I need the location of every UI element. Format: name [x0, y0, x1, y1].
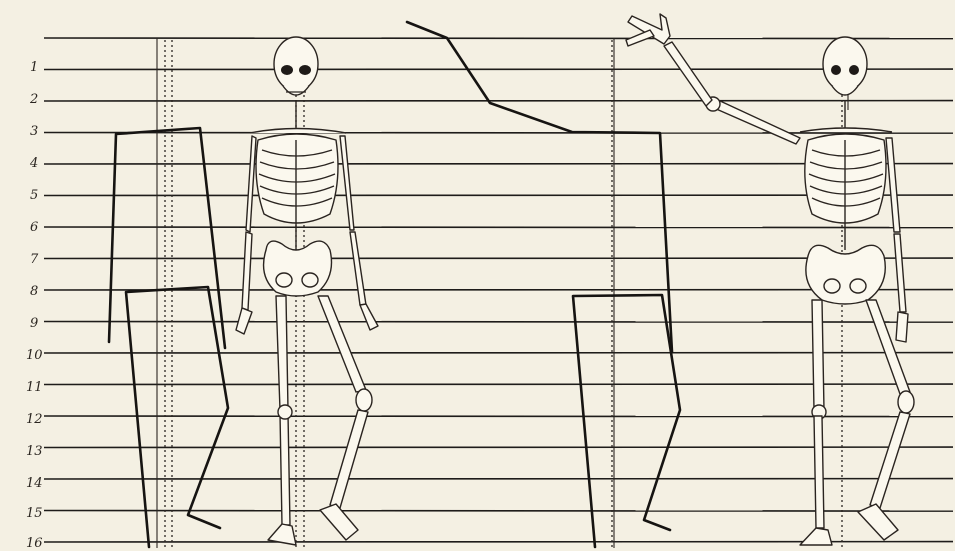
- scale-label-9: 9: [30, 316, 38, 331]
- skull: [823, 37, 867, 91]
- left-leg-outline: [126, 287, 228, 547]
- obturator-left: [824, 279, 840, 293]
- clavicles: [250, 129, 346, 134]
- left-trunk-outline: [109, 128, 225, 348]
- left-knee: [278, 405, 292, 419]
- scale-label-1: 1: [30, 60, 38, 75]
- right-femur: [318, 296, 366, 392]
- scale-label-6: 6: [30, 220, 38, 235]
- jaw: [283, 86, 309, 95]
- right-humerus: [340, 136, 354, 230]
- left-skeleton: [236, 37, 378, 548]
- ribcage: [256, 134, 338, 223]
- eye-socket-left: [831, 65, 841, 75]
- left-forearm: [242, 232, 252, 310]
- scale-label-5: 5: [30, 188, 38, 203]
- scale-label-2: 2: [29, 92, 38, 107]
- left-stick-schematic: [109, 38, 228, 548]
- pelvis: [264, 241, 332, 296]
- right-knee: [356, 389, 372, 411]
- right-hand: [360, 304, 378, 330]
- eye-socket-right: [299, 65, 311, 75]
- right-foot: [320, 504, 358, 540]
- right-forearm: [894, 234, 906, 312]
- raised-fingers: [626, 30, 654, 46]
- measurement-line: [44, 133, 953, 134]
- left-tibia: [280, 414, 290, 525]
- raised-humerus: [714, 100, 800, 144]
- eye-socket-right: [849, 65, 859, 75]
- right-foot: [858, 504, 898, 540]
- right-humerus: [886, 138, 900, 232]
- right-arm-trunk-outline: [407, 22, 672, 352]
- left-tibia: [814, 416, 824, 528]
- measurement-line: [44, 38, 953, 39]
- scale-label-14: 14: [26, 476, 43, 491]
- obturator-right: [850, 279, 866, 293]
- skull: [274, 37, 318, 91]
- scale-label-12: 12: [26, 412, 43, 427]
- scale-label-10: 10: [26, 348, 43, 363]
- scale-label-8: 8: [30, 284, 38, 299]
- right-knee: [898, 391, 914, 413]
- left-humerus: [246, 136, 256, 232]
- right-tibia: [870, 412, 910, 508]
- left-femur: [276, 296, 288, 410]
- eye-socket-left: [281, 65, 293, 75]
- scale-label-4: 4: [29, 156, 38, 171]
- right-hand: [896, 312, 908, 342]
- measurement-line: [44, 227, 953, 228]
- pelvis: [806, 245, 885, 304]
- right-leg-outline: [573, 295, 680, 547]
- right-tibia: [330, 410, 368, 508]
- obturator-right: [302, 273, 318, 287]
- clavicles: [800, 128, 892, 132]
- obturator-left: [276, 273, 292, 287]
- scale-labels: 1 2 3 4 5 6 7 8 9 10 11 12 13 14 15 16: [26, 60, 43, 551]
- left-femur: [812, 300, 824, 410]
- scale-label-16: 16: [26, 536, 43, 551]
- scale-label-3: 3: [30, 124, 38, 139]
- scale-label-11: 11: [26, 380, 43, 395]
- raised-forearm: [664, 42, 712, 106]
- jaw: [832, 86, 858, 95]
- left-foot: [800, 528, 832, 545]
- right-forearm: [350, 232, 366, 305]
- scale-label-15: 15: [26, 506, 43, 521]
- scale-label-7: 7: [30, 252, 39, 267]
- scale-label-13: 13: [26, 444, 43, 459]
